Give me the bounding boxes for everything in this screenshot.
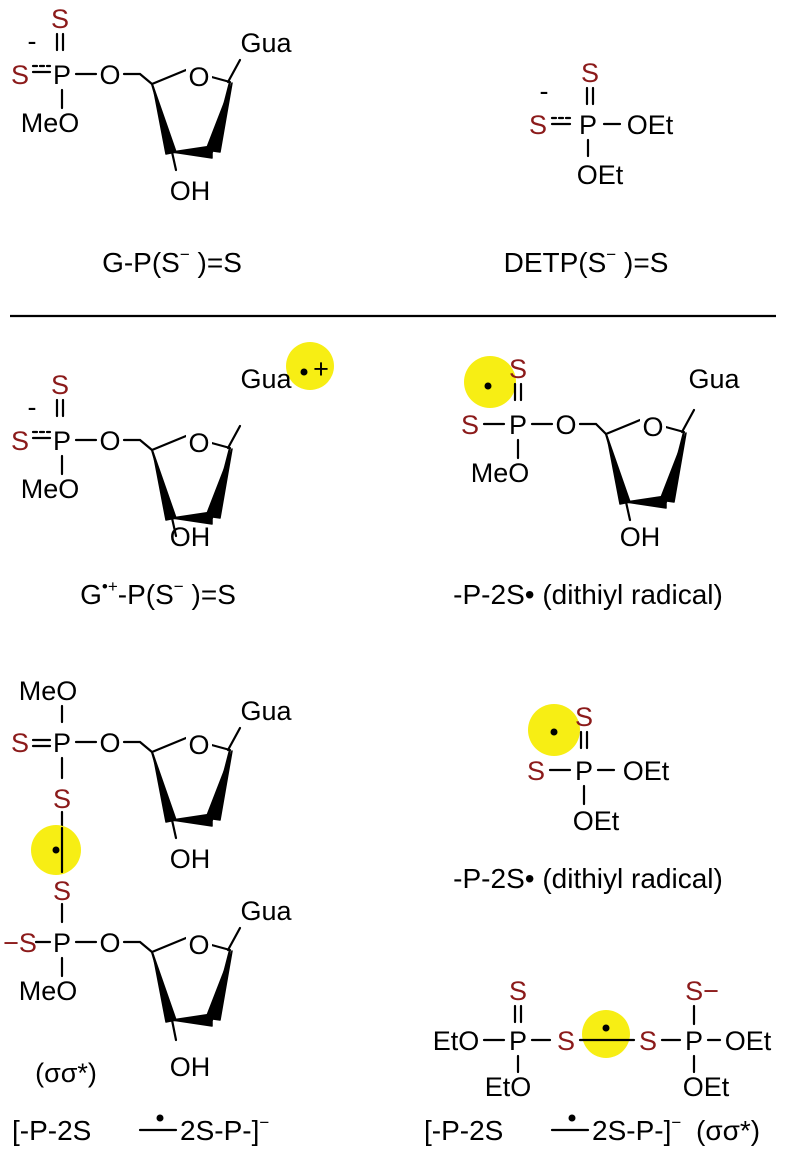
atom-sulfur: S xyxy=(11,426,29,456)
guanine-base: Gua xyxy=(240,696,292,726)
atom-phosphorus: P xyxy=(53,728,71,758)
atom-sulfur: S xyxy=(11,60,29,90)
hydroxyl-group: OH xyxy=(170,844,211,874)
charge-minus: - xyxy=(540,76,549,106)
atom-phosphorus: P xyxy=(509,410,527,440)
radical-highlight xyxy=(286,342,334,390)
atom-sulfur: S xyxy=(51,370,69,400)
hydroxyl-group: OH xyxy=(170,1052,211,1082)
atom-sulfur: S xyxy=(575,702,593,732)
atom-sulfur: S xyxy=(527,756,545,786)
ethoxy-group: OEt xyxy=(725,1026,772,1056)
structure-g-radical-cation: S - S P O MeO O Gua + OH xyxy=(11,342,334,552)
ethoxy-group: OEt xyxy=(627,110,674,140)
atom-oxygen: O xyxy=(99,426,120,456)
radical-dot xyxy=(484,382,492,390)
caption-dimer-2-left: [-P-2S xyxy=(424,1115,503,1146)
ring-oxygen: O xyxy=(188,730,209,760)
atom-phosphorus: P xyxy=(579,110,597,140)
methoxy-group: MeO xyxy=(21,474,80,504)
structure-dimer-detp: S EtO P S S P OEt S− EtO OEt xyxy=(433,976,772,1102)
svg-text:2S-P-]−: 2S-P-]− xyxy=(592,1113,681,1146)
hydroxyl-group: OH xyxy=(170,522,211,552)
ring-oxygen: O xyxy=(188,62,209,92)
hydroxyl-group: OH xyxy=(170,176,211,206)
atom-phosphorus: P xyxy=(53,60,71,90)
caption-dimer-1-left: [-P-2S xyxy=(12,1115,91,1146)
methoxy-group: MeO xyxy=(19,976,78,1006)
atom-sulfur: S xyxy=(509,354,527,384)
structure-detp: S - S P OEt OEt xyxy=(529,58,674,190)
atom-sulfur: S xyxy=(509,976,527,1006)
atom-sulfur: S xyxy=(53,876,71,906)
caption-dimer-1-right: 2S-P-] xyxy=(180,1115,259,1146)
atom-sulfur: S xyxy=(53,784,71,814)
caption-dithiyl-1: -P-2S• (dithiyl radical) xyxy=(453,579,723,610)
atom-sulfur: S xyxy=(529,110,547,140)
caption-detp: DETP(S− )=S xyxy=(504,245,669,278)
structure-dithiyl-detp: S S P OEt OEt xyxy=(527,702,670,836)
structure-dimer-nucleotide: MeO S P O O Gua OH S S −S P O MeO xyxy=(3,676,292,1088)
caption-dimer-2: [-P-2S 2S-P-]− (σσ*) xyxy=(424,1113,760,1146)
atom-sulfur-anion: −S xyxy=(3,928,37,958)
radical-dot xyxy=(568,1114,576,1122)
ethoxy-group: EtO xyxy=(433,1026,480,1056)
ring-oxygen: O xyxy=(188,428,209,458)
guanine-base: Gua xyxy=(240,364,292,394)
atom-oxygen: O xyxy=(99,728,120,758)
ring-oxygen: O xyxy=(188,930,209,960)
caption-dithiyl-2: -P-2S• (dithiyl radical) xyxy=(453,863,723,894)
ethoxy-group: OEt xyxy=(683,1072,730,1102)
radical-dot xyxy=(550,728,558,736)
caption-dimer-1: [-P-2S 2S-P-]− xyxy=(12,1113,269,1146)
methoxy-group: MeO xyxy=(19,676,78,706)
charge-minus: - xyxy=(28,26,37,56)
radical-highlight xyxy=(582,1010,630,1058)
caption-g-cation: G•+-P(S− )=S xyxy=(80,577,236,610)
structure-dithiyl-nucleotide: S S P O MeO O Gua OH xyxy=(461,354,741,552)
sigma-sigma-star-label: (σσ*) xyxy=(35,1058,97,1088)
radical-dot xyxy=(602,1024,610,1032)
structure-g-p-s-s: S - S P O MeO O Gua OH xyxy=(11,4,293,206)
atom-sulfur: S xyxy=(639,1026,657,1056)
ethoxy-group: OEt xyxy=(573,806,620,836)
guanine-base: Gua xyxy=(240,28,292,58)
atom-sulfur: S xyxy=(557,1026,575,1056)
atom-phosphorus: P xyxy=(509,1026,527,1056)
methoxy-group: MeO xyxy=(471,458,530,488)
caption-dimer-2-right: 2S-P-] xyxy=(592,1115,671,1146)
ethoxy-group: EtO xyxy=(485,1072,532,1102)
guanine-base: Gua xyxy=(688,364,740,394)
ethoxy-group: OEt xyxy=(623,756,670,786)
atom-oxygen: O xyxy=(99,928,120,958)
radical-highlight xyxy=(464,356,516,408)
ethoxy-group: OEt xyxy=(577,160,624,190)
charge-minus: - xyxy=(28,392,37,422)
atom-sulfur-anion: S− xyxy=(685,976,719,1006)
atom-oxygen: O xyxy=(555,410,576,440)
svg-text:2S-P-]−: 2S-P-]− xyxy=(180,1113,269,1146)
caption-dimer-2-sigma: (σσ*) xyxy=(696,1115,760,1146)
caption-g-p: G-P(S− )=S xyxy=(102,245,242,278)
atom-phosphorus: P xyxy=(53,928,71,958)
radical-dot xyxy=(300,368,308,376)
guanine-base: Gua xyxy=(240,896,292,926)
ring-oxygen: O xyxy=(642,412,663,442)
methoxy-group: MeO xyxy=(21,108,80,138)
radical-dot xyxy=(156,1114,164,1122)
atom-phosphorus: P xyxy=(685,1026,703,1056)
hydroxyl-group: OH xyxy=(620,522,661,552)
charge-plus: + xyxy=(313,354,329,384)
atom-phosphorus: P xyxy=(575,756,593,786)
atom-oxygen: O xyxy=(99,60,120,90)
atom-sulfur: S xyxy=(581,58,599,88)
atom-phosphorus: P xyxy=(53,426,71,456)
atom-sulfur: S xyxy=(51,4,69,34)
atom-sulfur: S xyxy=(11,728,29,758)
atom-sulfur: S xyxy=(461,410,479,440)
radical-dot xyxy=(52,846,60,854)
